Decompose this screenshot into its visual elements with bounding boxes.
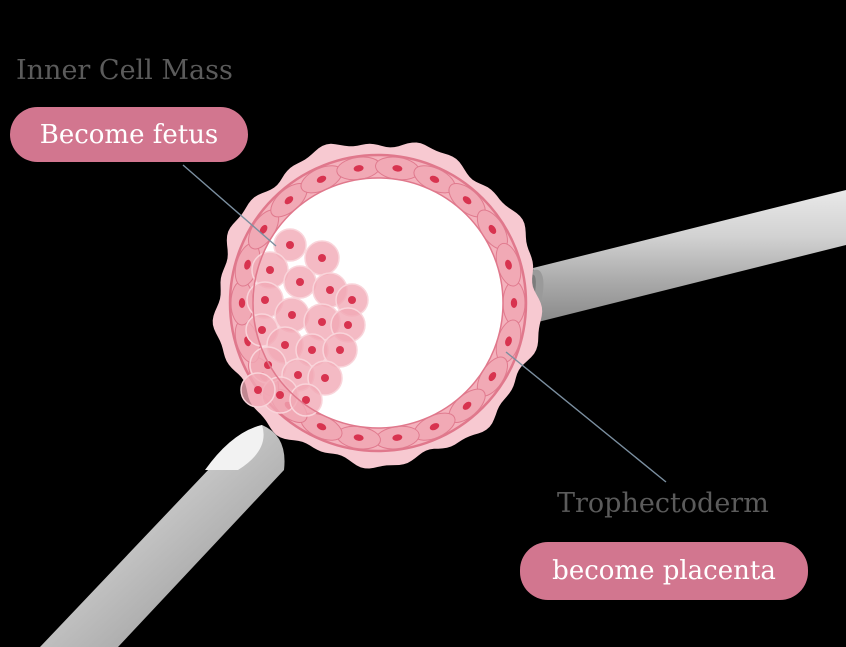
cell-nucleus xyxy=(353,165,364,172)
cell-nucleus xyxy=(294,371,302,379)
cell-nucleus xyxy=(462,196,472,205)
cell-nucleus xyxy=(254,386,262,394)
cell-nucleus xyxy=(316,423,327,431)
cell-nucleus xyxy=(266,266,274,274)
inner-membrane xyxy=(252,177,504,429)
cell-nucleus xyxy=(316,175,327,183)
cell-nucleus xyxy=(326,286,334,294)
cell-nucleus xyxy=(348,296,356,304)
left-pipette xyxy=(40,425,285,647)
right-pipette xyxy=(518,190,846,323)
cell-nucleus xyxy=(261,296,269,304)
cell-nucleus xyxy=(344,321,352,329)
become-fetus-label: Become fetus xyxy=(10,107,248,162)
cell-nucleus xyxy=(286,241,294,249)
cell-nucleus xyxy=(429,423,440,431)
cell-nucleus xyxy=(505,336,512,347)
cell-nucleus xyxy=(505,259,512,270)
blastocyst xyxy=(212,142,543,469)
cell-nucleus xyxy=(244,259,251,270)
cell-nucleus xyxy=(429,175,440,183)
cell-nucleus xyxy=(321,374,329,382)
cell-nucleus xyxy=(258,326,266,334)
cell-nucleus xyxy=(302,396,310,404)
cell-nucleus xyxy=(259,224,268,235)
cell-nucleus xyxy=(392,434,403,441)
become-placenta-label: become placenta xyxy=(520,542,808,600)
cell-nucleus xyxy=(276,391,284,399)
cell-nucleus xyxy=(288,311,296,319)
cell-nucleus xyxy=(462,401,472,410)
cell-nucleus xyxy=(318,318,326,326)
inner-cell-mass-leader-line xyxy=(182,164,277,247)
cell-nucleus xyxy=(488,224,497,235)
cell-nucleus xyxy=(284,196,294,205)
cell-nucleus xyxy=(296,278,304,286)
cell-nucleus xyxy=(336,346,344,354)
cell-nucleus xyxy=(353,434,364,441)
cell-nucleus xyxy=(510,298,518,308)
inner-cell-mass-heading: Inner Cell Mass xyxy=(16,55,233,86)
cell-nucleus xyxy=(488,371,497,382)
cell-nucleus xyxy=(392,165,403,172)
cell-nucleus xyxy=(281,341,289,349)
trophectoderm-leader-line xyxy=(505,351,667,483)
cell-nucleus xyxy=(238,298,246,308)
cell-nucleus xyxy=(308,346,316,354)
cell-nucleus xyxy=(318,254,326,262)
trophectoderm-heading: Trophectoderm xyxy=(557,488,769,519)
